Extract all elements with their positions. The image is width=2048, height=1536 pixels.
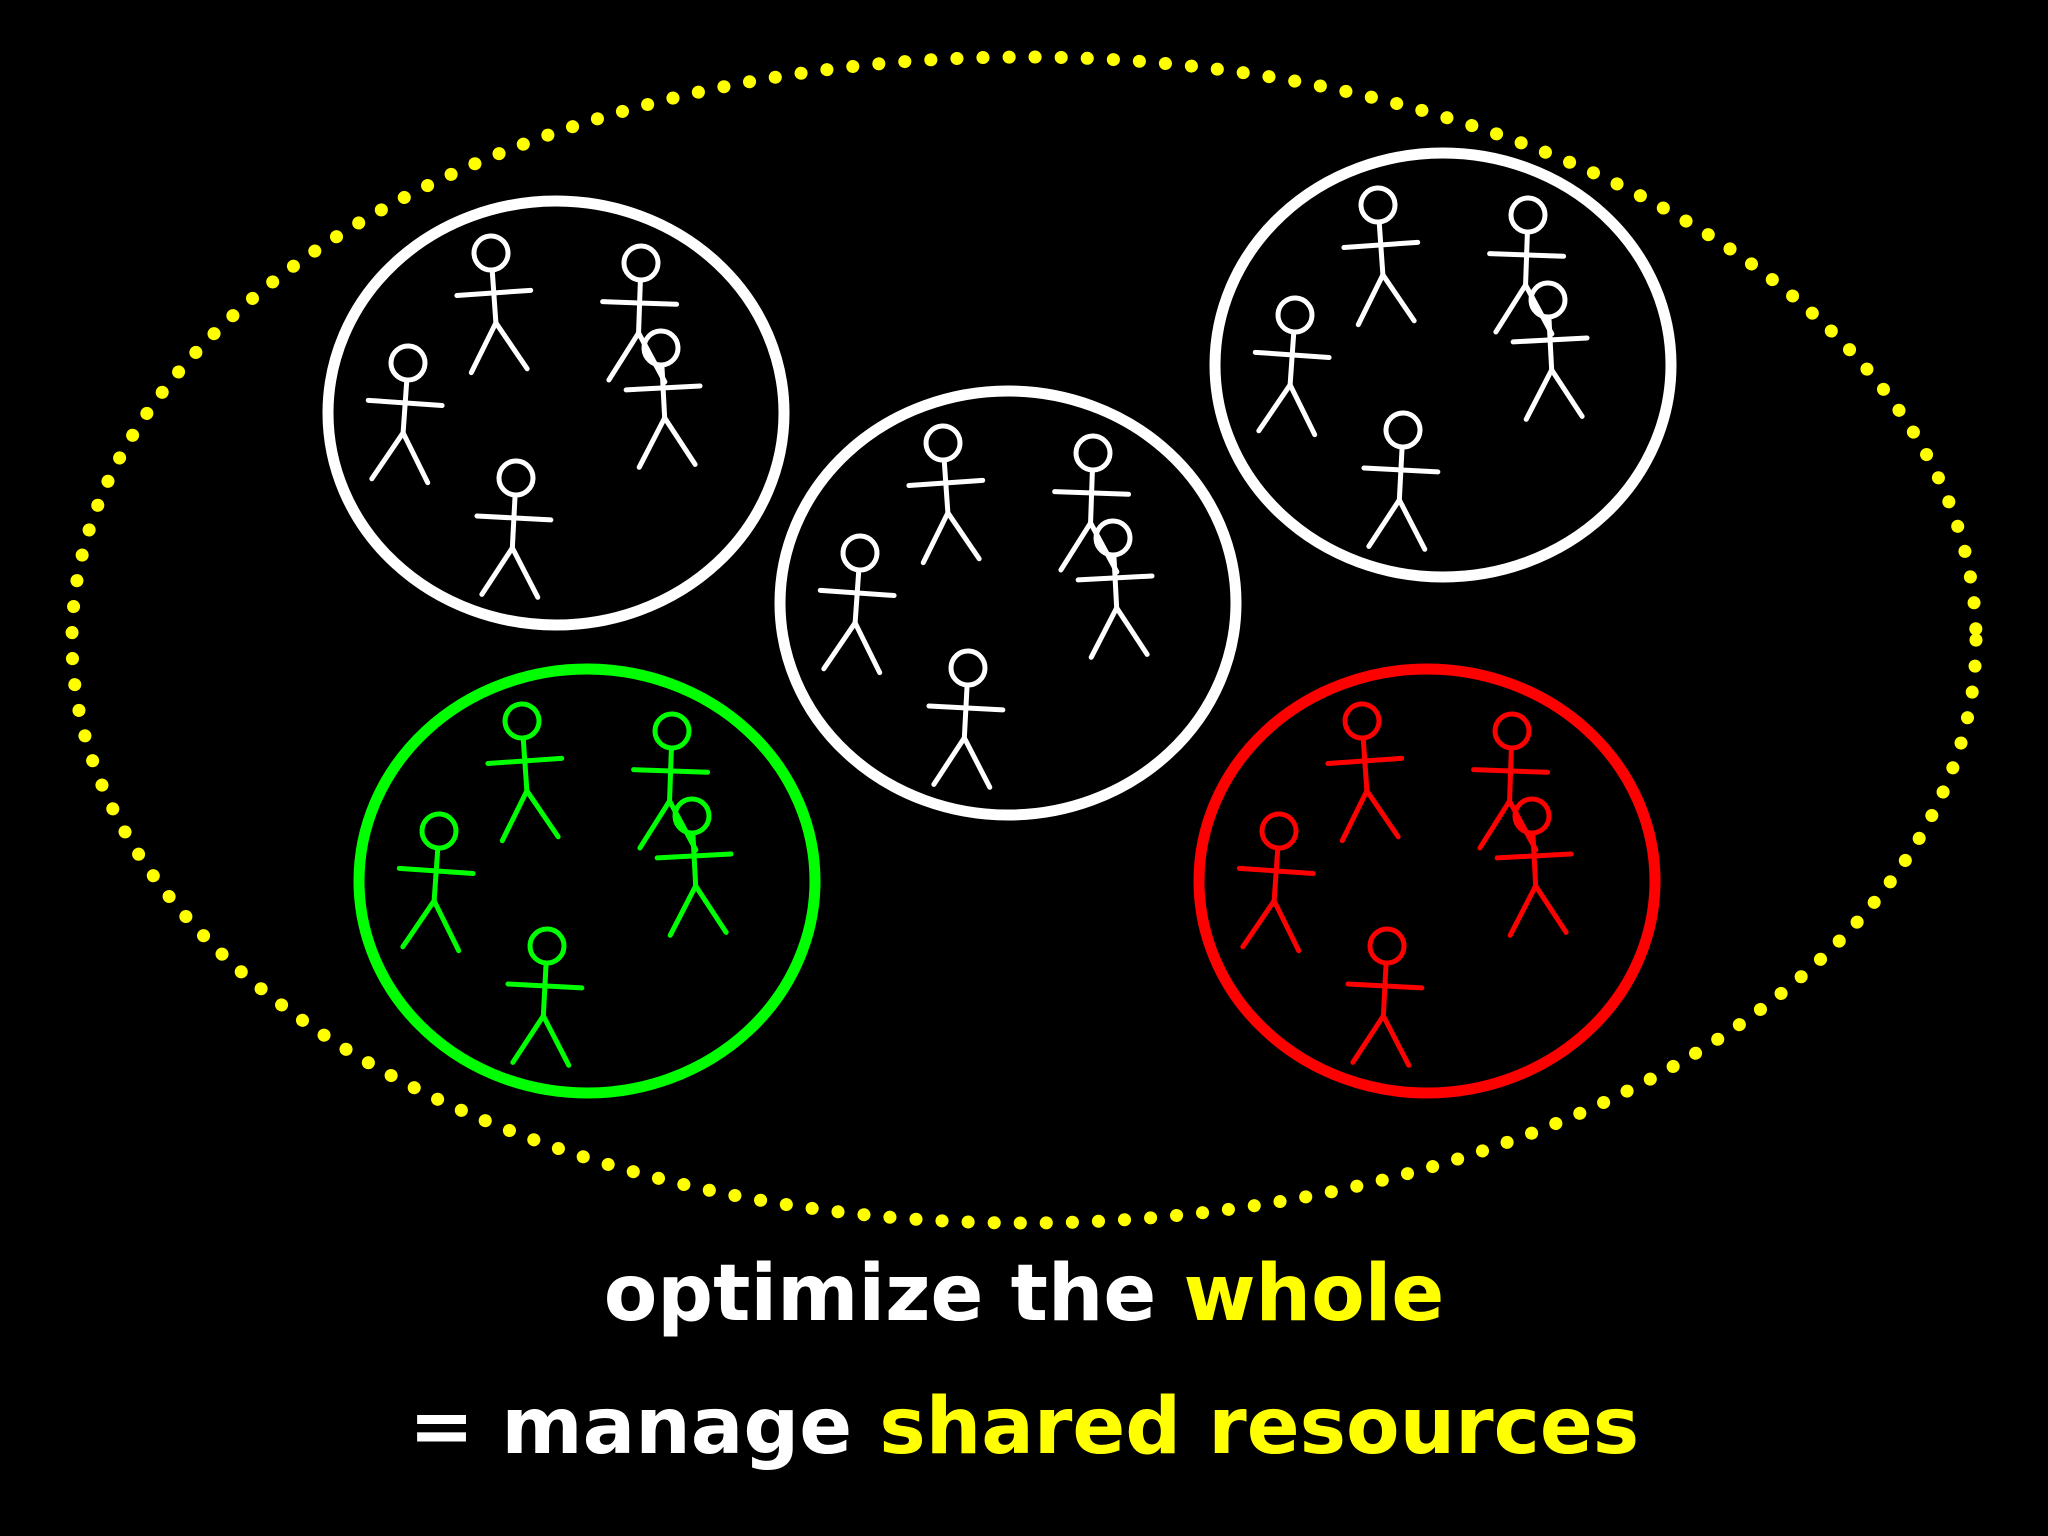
team-neutral-3 <box>1209 147 1677 583</box>
person-icon <box>396 811 476 954</box>
team-bad-5 <box>1193 663 1661 1099</box>
organization-boundary <box>65 50 1983 1230</box>
person-icon <box>1471 711 1551 853</box>
caption-line-1: optimize the whole <box>0 1255 2048 1333</box>
person-icon <box>1510 280 1590 422</box>
person-icon <box>485 701 565 844</box>
person-icon <box>623 328 703 470</box>
caption-line-1-highlight: whole <box>1183 1249 1445 1339</box>
caption-line-2-highlight: shared resources <box>879 1382 1640 1472</box>
caption-line-1-text: optimize the <box>603 1249 1184 1339</box>
person-icon <box>1345 926 1425 1068</box>
person-icon <box>1252 295 1332 438</box>
team-circle <box>322 195 790 631</box>
team-circle <box>774 385 1242 821</box>
team-good-4 <box>353 663 821 1099</box>
team-circle <box>1193 663 1661 1099</box>
team-circle <box>353 663 821 1099</box>
person-icon <box>1361 410 1441 552</box>
team-neutral-2 <box>774 385 1242 821</box>
person-icon <box>926 648 1006 790</box>
person-icon <box>817 533 897 676</box>
caption-line-2: = manage shared resources <box>0 1388 2048 1466</box>
person-icon <box>1341 185 1421 328</box>
person-icon <box>365 343 445 486</box>
person-icon <box>906 423 986 566</box>
person-icon <box>1075 518 1155 660</box>
person-icon <box>474 458 554 600</box>
person-icon <box>1236 811 1316 954</box>
person-icon <box>1494 796 1574 938</box>
caption-line-2-text: = manage <box>408 1382 880 1472</box>
person-icon <box>654 796 734 938</box>
team-circle <box>1209 147 1677 583</box>
team-neutral-1 <box>322 195 790 631</box>
person-icon <box>631 711 711 853</box>
person-icon <box>1052 433 1132 575</box>
person-icon <box>454 233 534 376</box>
person-icon <box>505 926 585 1068</box>
person-icon <box>1325 701 1405 844</box>
teams-layer <box>322 147 1677 1099</box>
